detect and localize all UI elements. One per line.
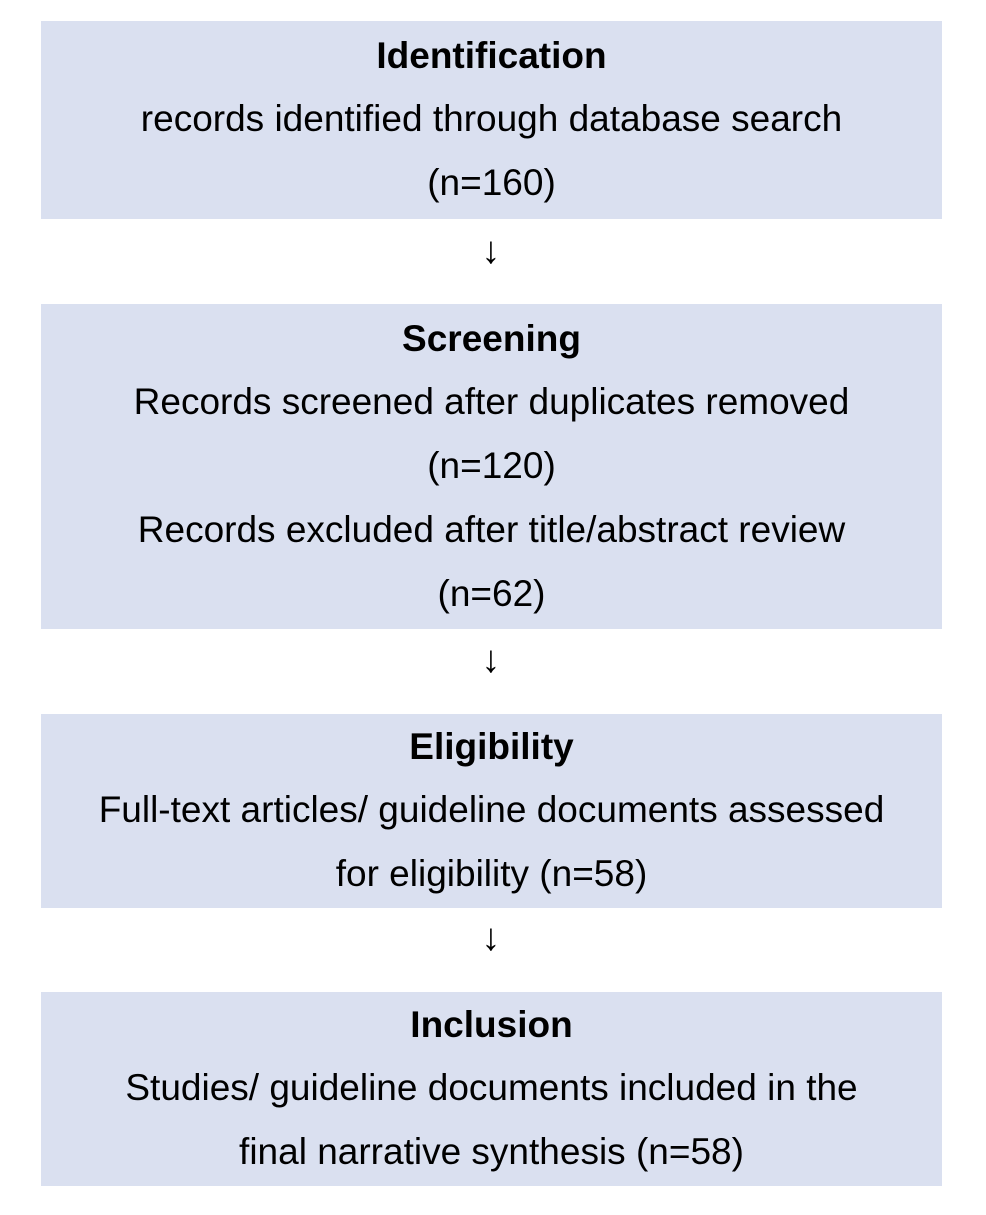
stage-text-line: Records screened after duplicates remove… bbox=[133, 380, 850, 422]
stage-text-line: Studies/ guideline documents included in… bbox=[125, 1067, 858, 1108]
down-arrow-icon: ↓ bbox=[481, 917, 501, 959]
stage-count: (n=62) bbox=[437, 572, 546, 614]
stage-title: Inclusion bbox=[410, 1004, 573, 1045]
stage-text-line: final narrative synthesis (n=58) bbox=[239, 1131, 744, 1172]
stage-screening-box: Screening Records screened after duplica… bbox=[41, 304, 942, 629]
stage-title: Eligibility bbox=[409, 726, 574, 767]
down-arrow-icon: ↓ bbox=[481, 639, 501, 681]
stage-text-line: records identified through database sear… bbox=[140, 98, 843, 139]
down-arrow-icon: ↓ bbox=[481, 230, 501, 272]
stage-count: (n=120) bbox=[427, 444, 556, 486]
stage-text-line: for eligibility (n=58) bbox=[335, 853, 648, 894]
stage-identification-box: Identification records identified throug… bbox=[41, 21, 942, 219]
stage-text-line: Records excluded after title/abstract re… bbox=[137, 508, 846, 550]
stage-text-line: Full-text articles/ guideline documents … bbox=[98, 789, 885, 830]
stage-eligibility-box: Eligibility Full-text articles/ guidelin… bbox=[41, 714, 942, 908]
stage-title: Identification bbox=[376, 35, 607, 76]
stage-inclusion-box: Inclusion Studies/ guideline documents i… bbox=[41, 992, 942, 1186]
stage-title: Screening bbox=[402, 317, 581, 359]
stage-count: (n=160) bbox=[427, 162, 556, 203]
